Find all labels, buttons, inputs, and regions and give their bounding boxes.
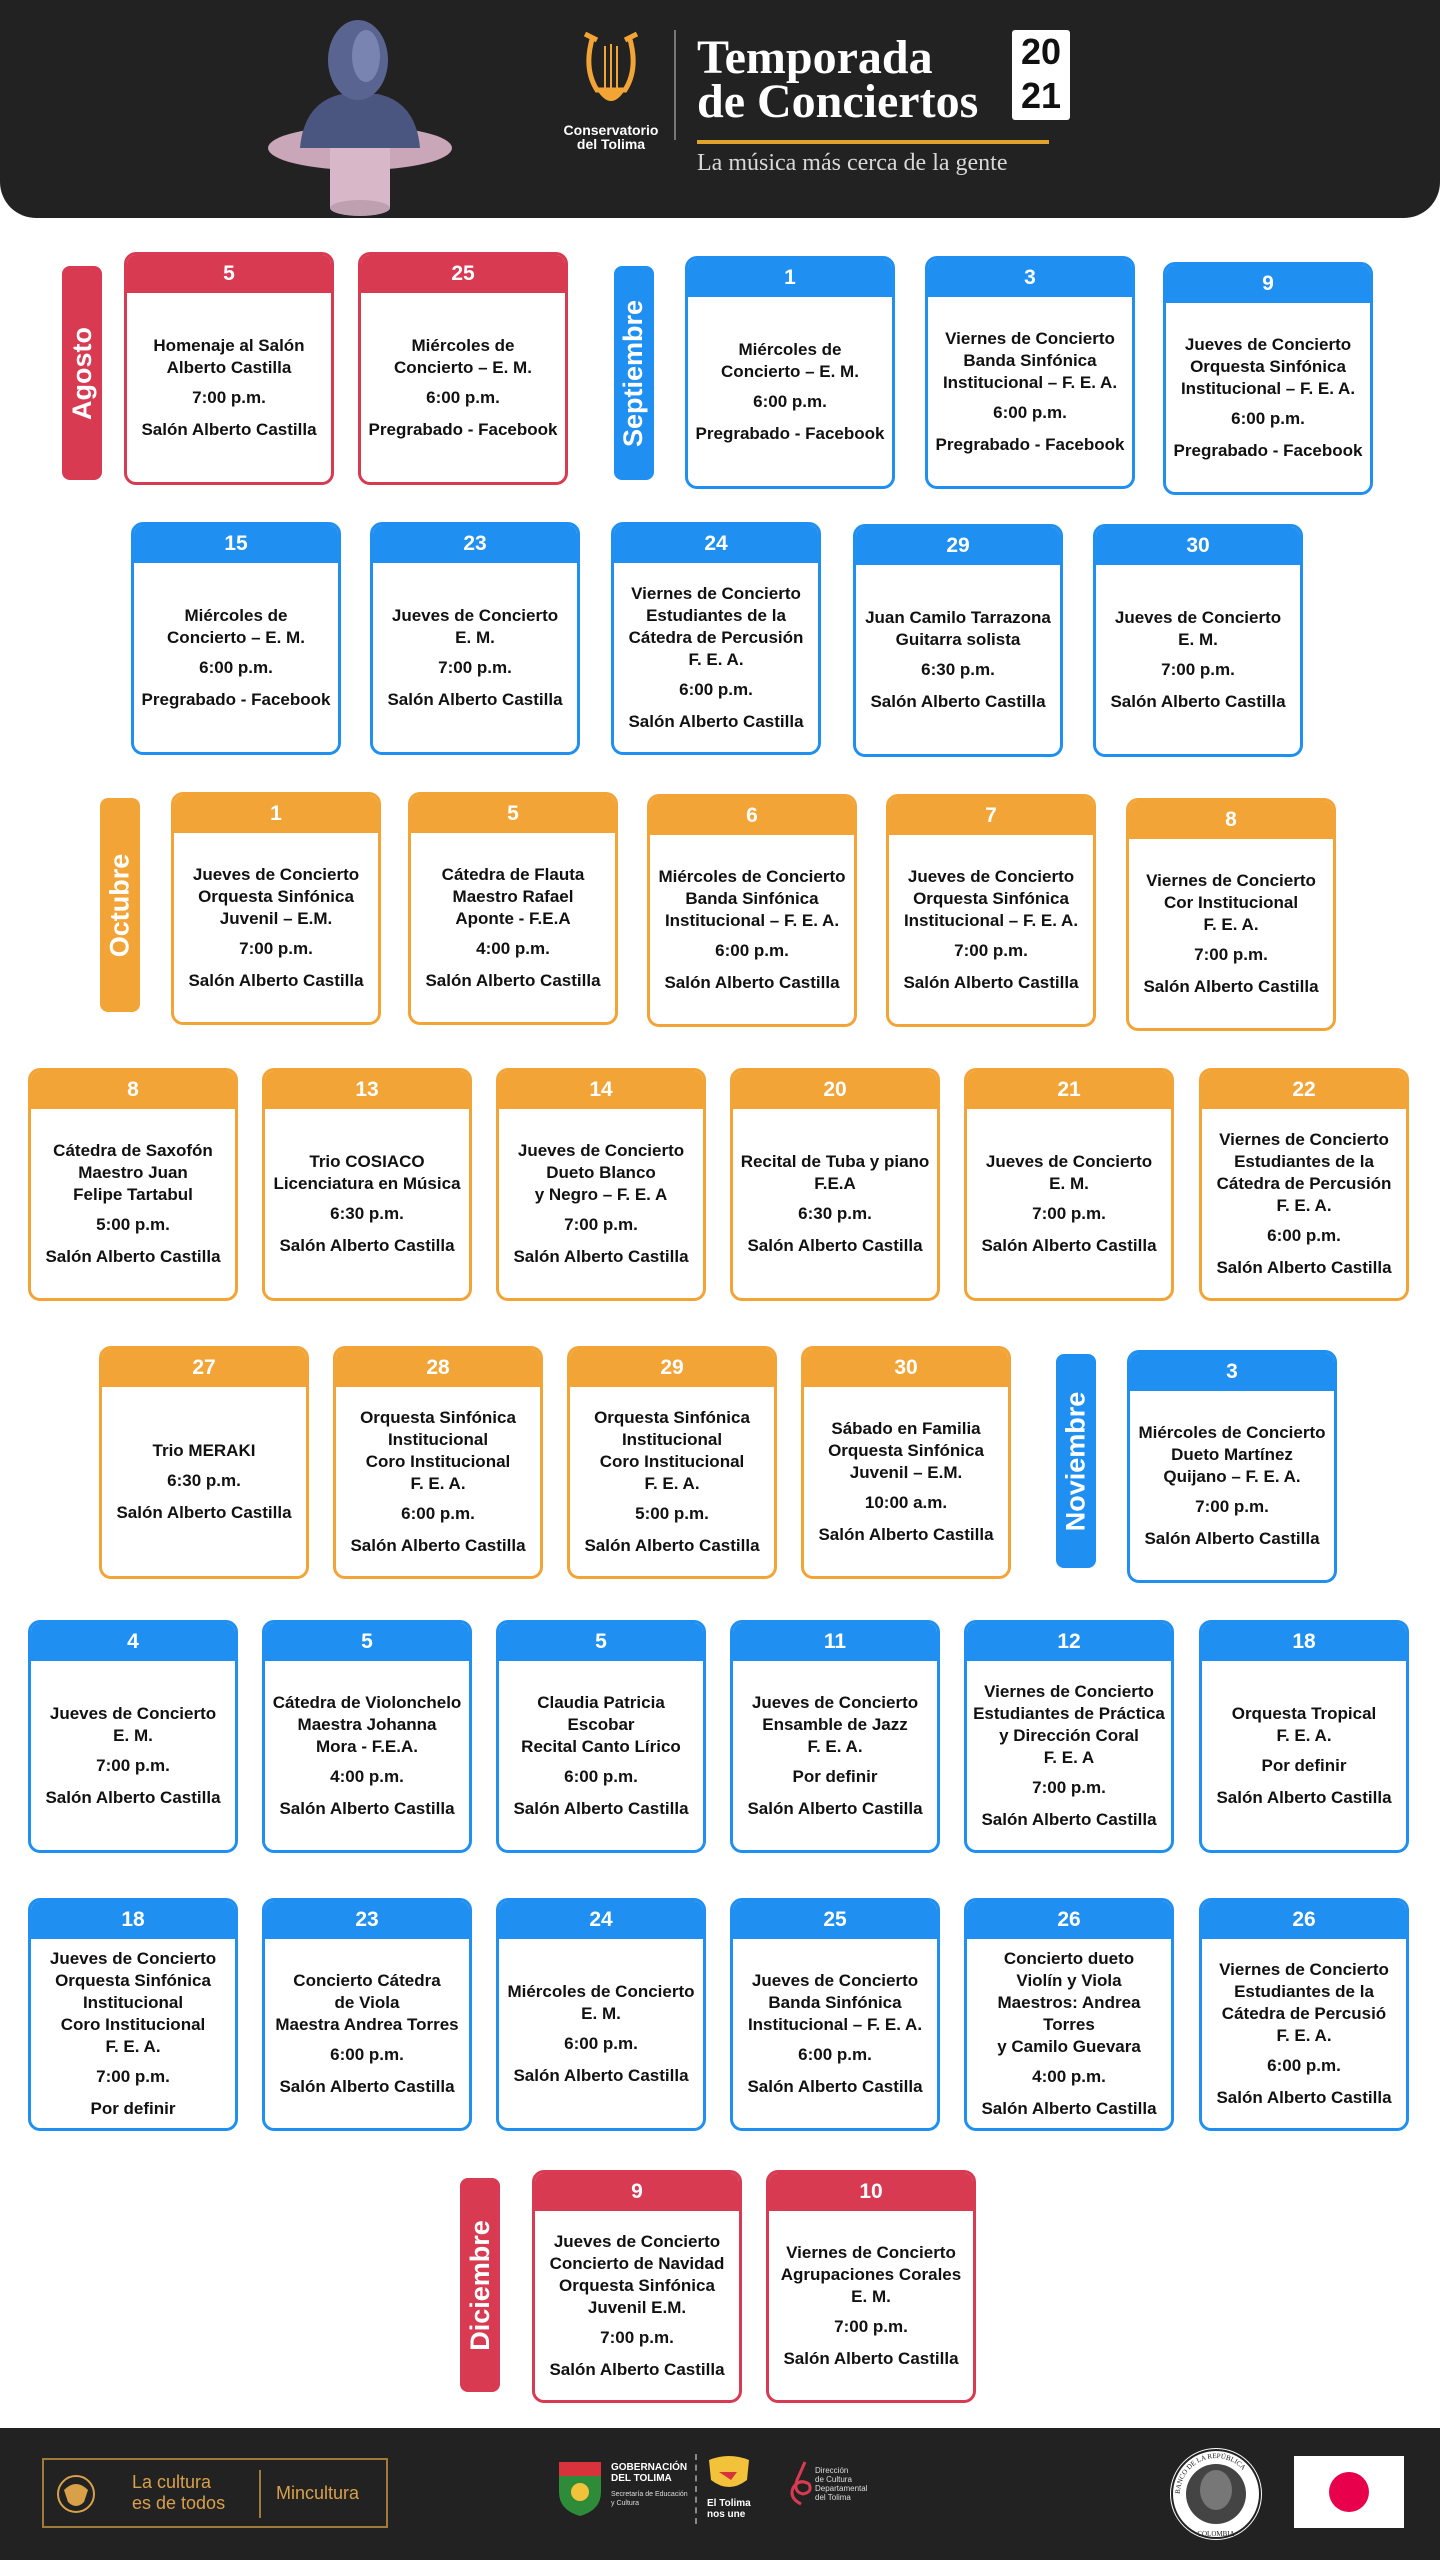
tolima-nos-une-label: El Tolima nos une <box>707 2498 751 2520</box>
conservatorio-logo: Conservatorio del Tolima <box>556 28 666 151</box>
lyre-icon <box>583 31 639 101</box>
banco-republica-seal: BANCO DE LA REPÚBLICA COLOMBIA <box>1170 2448 1262 2540</box>
title-line-1: Temporada <box>697 31 933 84</box>
page-title: Temporada de Conciertos <box>697 31 979 128</box>
cultura-slogan: La cultura es de todos <box>132 2472 226 2513</box>
gold-underline <box>697 140 1049 144</box>
gobernacion-label: GOBERNACIÓN DEL TOLIMA <box>611 2462 688 2484</box>
month-label-octubre: Octubre <box>100 798 140 1012</box>
japan-flag <box>1294 2456 1404 2528</box>
direccion-cultura-label: Dirección de Cultura Departamental del T… <box>815 2466 868 2502</box>
mincultura-divider <box>259 2470 261 2518</box>
treble-clef-icon <box>790 2461 812 2506</box>
header-divider <box>674 30 676 140</box>
bust-sculpture-image <box>268 20 452 216</box>
page-subtitle: La música más cerca de la gente <box>697 150 1008 176</box>
header-banner: Conservatorio del Tolima Temporada de Co… <box>0 0 1440 218</box>
colombia-label: COLOMBIA <box>1197 2530 1234 2538</box>
japan-flag-sun <box>1329 2472 1369 2512</box>
gobernacion-logos: GOBERNACIÓN DEL TOLIMA Secretaría de Edu… <box>555 2450 867 2536</box>
footer-logos: La cultura es de todos Mincultura GOBERN… <box>0 2428 1440 2560</box>
month-label-diciembre: Diciembre <box>460 2178 500 2392</box>
year-top: 20 <box>1020 31 1062 72</box>
year-badge: 20 21 <box>1012 30 1070 120</box>
month-label-agosto: Agosto <box>62 266 102 480</box>
month-label-noviembre: Noviembre <box>1056 1354 1096 1568</box>
colombia-crest-icon <box>57 2475 95 2513</box>
title-line-2: de Conciertos <box>697 75 979 128</box>
secretaria-label: Secretaría de Educación y Cultura <box>611 2491 688 2507</box>
logo-divider <box>695 2454 697 2524</box>
conservatorio-name: Conservatorio del Tolima <box>563 122 659 152</box>
handshake-icon <box>709 2456 749 2487</box>
year-bottom: 21 <box>1020 75 1062 116</box>
mincultura-logo: La cultura es de todos Mincultura <box>42 2458 388 2528</box>
tolima-shield-icon <box>559 2462 601 2516</box>
mincultura-label: Mincultura <box>276 2483 360 2503</box>
month-label-septiembre: Septiembre <box>614 266 654 480</box>
